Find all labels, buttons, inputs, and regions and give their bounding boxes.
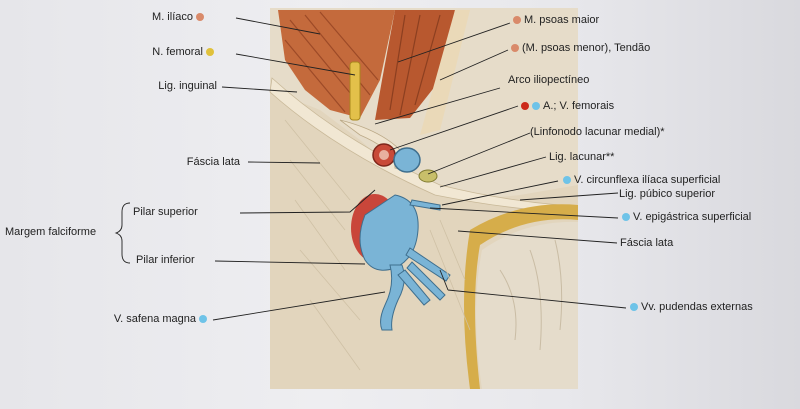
leader-fascia-lata-left (247, 161, 321, 164)
great-saphenous-vein (380, 264, 405, 331)
nerve-color-dot (206, 48, 214, 57)
label-m-iliaco: M. ilíaco (152, 11, 207, 24)
leader-safena (212, 291, 386, 321)
external-pudendal-veins (405, 247, 451, 301)
margem-bracket (114, 202, 131, 264)
leader-v-circunflexa (441, 180, 559, 206)
psoas-fibers (389, 14, 441, 116)
leader-lines (114, 17, 627, 321)
femoral-nerve (349, 61, 361, 121)
leader-pilar-inferior (214, 260, 366, 265)
scrotal-skin (476, 221, 578, 389)
fat-layer (464, 204, 578, 389)
vein-color-dot (532, 102, 540, 111)
leader-av-femorais (389, 105, 519, 151)
leader-lig-inguinal (221, 86, 298, 93)
leader-arco (374, 87, 501, 125)
saphenous-branch (397, 269, 431, 306)
label-arco-iliopectineo: Arco iliopectíneo (508, 74, 590, 86)
label-n-femoral: N. femoral (152, 46, 217, 59)
leader-vv-pudendas (439, 269, 627, 309)
leader-linfonodo (427, 132, 531, 175)
leader-psoas-maior (397, 22, 511, 63)
leader-m-iliaco (235, 17, 321, 35)
lymph-node (418, 169, 438, 183)
vein-color-dot (563, 176, 571, 185)
fascia-texture (284, 119, 471, 371)
label-pilar-superior: Pilar superior (133, 206, 198, 218)
leader-n-femoral (235, 53, 356, 76)
muscle-color-dot (196, 13, 204, 22)
vein-color-dot (622, 213, 630, 222)
label-m-psoas-maior: M. psoas maior (510, 14, 599, 27)
label-v-circunflexa: V. circunflexa ilíaca superficial (560, 174, 720, 187)
iliacus-fibers (284, 11, 379, 113)
label-v-epigastrica: V. epigástrica superficial (619, 211, 751, 224)
artery-color-dot (521, 102, 529, 111)
skin-folds (499, 239, 563, 351)
iliacus-muscle (278, 10, 395, 118)
leader-lig-lacunar (439, 156, 547, 188)
label-linfonodo: (Linfonodo lacunar medial)* (530, 126, 665, 138)
muscle-color-dot (513, 16, 521, 25)
label-margem-falciforme: Margem falciforme (5, 226, 97, 238)
label-v-safena-magna: V. safena magna (114, 313, 210, 326)
leader-pilar-superior (239, 189, 376, 214)
label-m-psoas-menor: (M. psoas menor), Tendão (508, 42, 650, 55)
label-lig-inguinal: Lig. inguinal (158, 80, 217, 92)
label-lig-pubico: Lig. púbico superior (619, 188, 716, 200)
label-av-femorais: A.; V. femorais (518, 100, 614, 113)
leader-fascia-lata-right (457, 230, 618, 244)
vein-color-dot (630, 303, 638, 312)
label-fascia-lata-right: Fáscia lata (620, 237, 674, 249)
leader-psoas-menor (439, 49, 509, 81)
label-fascia-lata-left: Fáscia lata (186, 156, 240, 168)
leader-v-epigastrica (429, 207, 619, 219)
muscle-color-dot (511, 44, 519, 53)
superficial-veins (409, 199, 441, 211)
label-vv-pudendas: Vv. pudendas externas (627, 301, 753, 314)
label-pilar-inferior: Pilar inferior (136, 254, 195, 266)
vein-color-dot (199, 315, 207, 324)
label-lig-lacunar: Lig. lacunar** (549, 151, 615, 163)
psoas-muscle (375, 10, 455, 120)
femoral-vein-section (393, 147, 421, 173)
leader-lig-pubico (519, 192, 619, 201)
